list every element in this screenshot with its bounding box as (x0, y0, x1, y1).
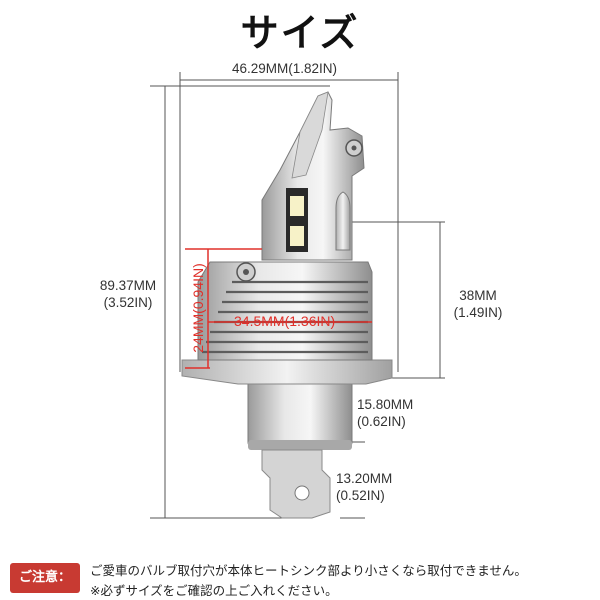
base-dimension-label: 15.80MM (0.62IN) (357, 396, 413, 430)
heatsink-dimension-label: 38MM (1.49IN) (446, 287, 510, 321)
tab-mm-text: 13.20MM (336, 471, 393, 486)
base-in-text: (0.62IN) (357, 414, 406, 429)
base-mm-text: 15.80MM (357, 397, 414, 412)
width-dimension-label: 46.29MM(1.82IN) (232, 61, 338, 76)
tab-in-text: (0.52IN) (336, 488, 385, 503)
bulb-body (181, 91, 393, 519)
tab-dimension-label: 13.20MM (0.52IN) (336, 470, 392, 504)
heatsink-in-text: (1.49IN) (453, 305, 503, 320)
fin-dimension-lines (185, 248, 372, 369)
height-mm-text: 89.37MM (99, 278, 157, 293)
height-in-text: (3.52IN) (103, 295, 153, 310)
notice-line-1: ご愛車のバルブ取付穴が本体ヒートシンク部より小さくなら取付できません。 (90, 563, 527, 578)
height-dimension-label: 89.37MM (3.52IN) (96, 277, 160, 311)
fin-width-label: 34.5MM(1.36IN) (234, 313, 336, 329)
dimension-lines (150, 72, 445, 519)
heatsink-mm-text: 38MM (459, 288, 497, 303)
notice-line-2: ※必ずサイズをご確認の上ご入れください。 (90, 583, 338, 598)
notice-badge: ご注意： (10, 563, 80, 593)
page-title: サイズ (240, 11, 360, 55)
dimension-ticks (161, 76, 444, 519)
fin-height-label: 24MM(0.94IN) (190, 263, 206, 353)
